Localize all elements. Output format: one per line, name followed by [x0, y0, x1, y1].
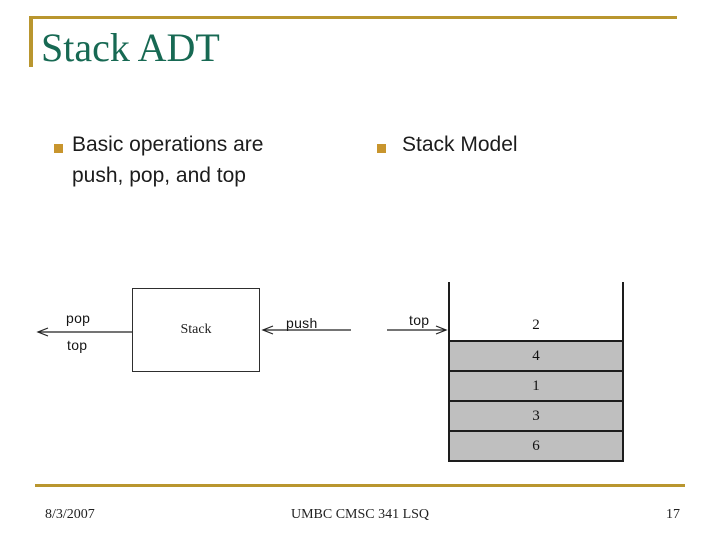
footer-gold-rule — [35, 484, 685, 487]
left-gold-rule — [29, 16, 33, 67]
model-top-pointer-label: top — [409, 312, 430, 328]
top-gold-rule — [29, 16, 677, 19]
stack-model-container: 2 4 1 3 6 — [448, 282, 624, 462]
footer-course-name: UMBC CMSC 341 LSQ — [290, 507, 430, 522]
stack-cell: 6 — [450, 430, 622, 460]
bullet-basic-operations: Basic operations are push, pop, and top — [72, 133, 264, 187]
bullet-stack-model: Stack Model — [402, 133, 518, 156]
stack-cell: 2 — [450, 310, 622, 340]
footer-page-number: 17 — [666, 507, 680, 522]
stack-model-empty-space — [450, 282, 622, 310]
bullet-square-icon — [377, 144, 386, 153]
stack-box-label: Stack — [180, 322, 212, 337]
pop-top-arrow — [36, 327, 132, 337]
bullet-square-icon — [54, 144, 63, 153]
footer-date: 8/3/2007 — [45, 507, 95, 522]
push-arrow-label: push — [286, 315, 318, 331]
stack-box: Stack — [132, 288, 260, 372]
stack-cell: 3 — [450, 400, 622, 430]
top-arrow-label: top — [67, 337, 88, 353]
page-title: Stack ADT — [41, 25, 220, 70]
pop-arrow-label: pop — [66, 310, 91, 326]
stack-cell: 4 — [450, 340, 622, 370]
stack-cell: 1 — [450, 370, 622, 400]
